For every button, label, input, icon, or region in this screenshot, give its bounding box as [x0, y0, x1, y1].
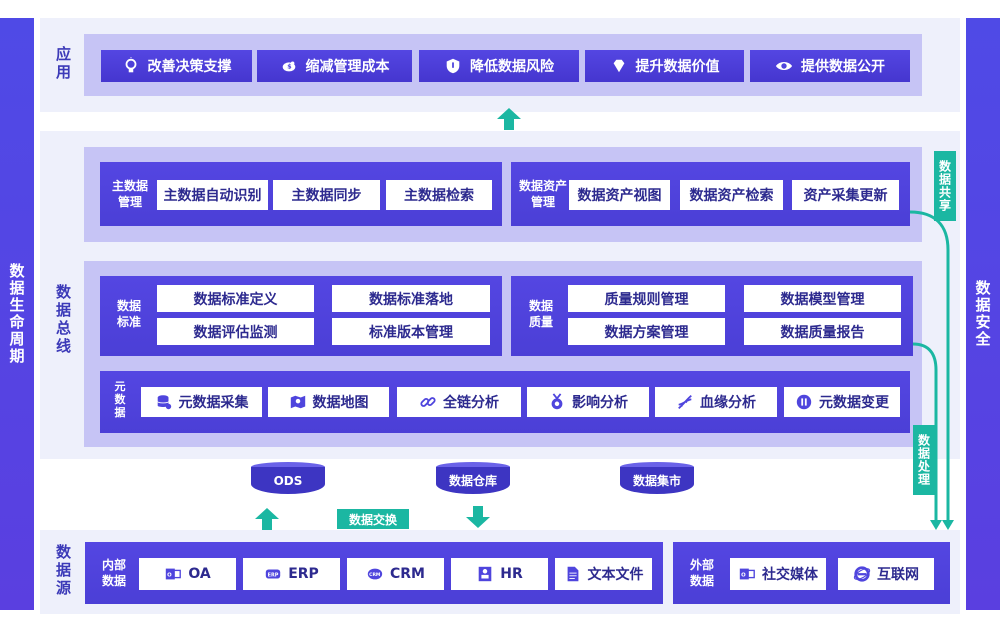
svg-text:ERP: ERP — [268, 572, 279, 578]
svg-text:$: $ — [287, 64, 291, 71]
eye-icon — [775, 57, 793, 75]
app-item-label: 降低数据风险 — [470, 59, 554, 75]
meta-item-label: 元数据变更 — [819, 395, 889, 411]
arrow-down-source — [466, 506, 490, 528]
piggy-bank-icon: $ — [280, 57, 298, 75]
standard-item: 标准版本管理 — [332, 318, 490, 345]
asset-title: 数据资产管理 — [519, 179, 568, 209]
master-data-title: 主数据管理 — [111, 179, 148, 209]
external-title: 外部数据 — [689, 558, 714, 588]
exchange-tag: 数据交换 — [337, 509, 409, 529]
security-label: 数据安全 — [973, 280, 992, 348]
asset-item: 数据资产检索 — [680, 180, 783, 210]
svg-text:O: O — [167, 573, 172, 579]
standard-title: 数据标准 — [116, 299, 141, 329]
quality-item: 数据质量报告 — [744, 318, 901, 345]
app-item-risk: 降低数据风险 — [419, 50, 579, 82]
svg-text:O: O — [741, 573, 746, 579]
app-item-label: 改善决策支撑 — [147, 59, 232, 75]
lifecycle-bar: 数据生命周期 — [0, 18, 34, 610]
standard-item: 数据评估监测 — [157, 318, 314, 345]
source-item-label: 互联网 — [877, 567, 919, 583]
app-item-label: 提升数据价值 — [635, 59, 720, 75]
meta-item: 全链分析 — [397, 387, 521, 417]
source-item-label: HR — [500, 566, 523, 582]
dna-icon — [676, 393, 694, 411]
store-ods: ODS — [251, 462, 325, 494]
app-item-label: 缩减管理成本 — [305, 59, 390, 75]
source-label: 数据源 — [54, 544, 72, 598]
database-icon — [155, 393, 173, 411]
meta-item-label: 全链分析 — [443, 395, 499, 411]
process-tag: 数据处理 — [913, 425, 935, 495]
meta-item: 元数据采集 — [141, 387, 262, 417]
source-item-label: OA — [188, 566, 211, 582]
store-label: ODS — [251, 467, 325, 494]
outlook-icon: O — [164, 565, 182, 583]
store-label: 数据仓库 — [436, 467, 510, 494]
lifecycle-label: 数据生命周期 — [7, 263, 26, 365]
meta-item-label: 血缘分析 — [700, 395, 756, 411]
app-item-label: 提供数据公开 — [801, 59, 885, 75]
app-item-decision: 改善决策支撑 — [101, 50, 252, 82]
pause-icon — [795, 393, 813, 411]
source-item-social: O 社交媒体 — [730, 558, 826, 590]
arrow-up-app — [497, 108, 521, 130]
meta-item: 血缘分析 — [655, 387, 777, 417]
outlook-icon: O — [738, 565, 756, 583]
document-icon — [564, 565, 582, 583]
source-item-erp: ERP ERP — [243, 558, 340, 590]
asset-item: 数据资产视图 — [569, 180, 670, 210]
arrow-up-source — [255, 508, 279, 530]
source-item-crm: CRM CRM — [347, 558, 444, 590]
master-item: 主数据自动识别 — [157, 180, 268, 210]
meta-item-label: 元数据采集 — [178, 395, 249, 411]
meta-item-label: 影响分析 — [572, 395, 628, 411]
asset-item: 资产采集更新 — [792, 180, 899, 210]
ie-icon — [853, 565, 871, 583]
meta-item: 数据地图 — [268, 387, 389, 417]
master-item: 主数据同步 — [273, 180, 380, 210]
source-item-text: 文本文件 — [555, 558, 652, 590]
standard-item: 数据标准落地 — [332, 285, 490, 312]
erp-icon: ERP — [264, 565, 282, 583]
medal-icon — [548, 393, 566, 411]
hr-icon — [476, 565, 494, 583]
source-item-oa: O OA — [139, 558, 236, 590]
source-item-hr: HR — [451, 558, 548, 590]
meta-item: 影响分析 — [527, 387, 649, 417]
app-item-value: 提升数据价值 — [585, 50, 744, 82]
share-tag: 数据共享 — [934, 151, 956, 221]
map-icon — [289, 393, 307, 411]
app-label: 应用 — [54, 46, 72, 82]
store-mart: 数据集市 — [620, 462, 694, 494]
internal-title: 内部数据 — [101, 558, 126, 588]
source-item-label: CRM — [390, 566, 425, 582]
bulb-icon — [122, 57, 140, 75]
meta-title: 元数据 — [114, 380, 126, 419]
link-icon — [419, 393, 437, 411]
store-warehouse: 数据仓库 — [436, 462, 510, 494]
security-bar: 数据安全 — [966, 18, 1000, 610]
svg-text:CRM: CRM — [369, 572, 381, 578]
app-item-cost: $ 缩减管理成本 — [257, 50, 412, 82]
source-item-label: 社交媒体 — [762, 567, 818, 583]
quality-item: 质量规则管理 — [568, 285, 725, 312]
source-item-label: 文本文件 — [587, 567, 644, 583]
diamond-icon — [610, 57, 628, 75]
source-item-internet: 互联网 — [838, 558, 934, 590]
quality-item: 数据模型管理 — [744, 285, 901, 312]
meta-item: 元数据变更 — [784, 387, 900, 417]
shield-icon — [444, 57, 462, 75]
source-item-label: ERP — [288, 566, 319, 582]
crm-icon: CRM — [366, 565, 384, 583]
quality-item: 数据方案管理 — [568, 318, 725, 345]
bus-label: 数据总线 — [54, 284, 72, 356]
store-label: 数据集市 — [620, 467, 694, 494]
meta-item-label: 数据地图 — [312, 395, 369, 411]
master-item: 主数据检索 — [386, 180, 492, 210]
standard-item: 数据标准定义 — [157, 285, 314, 312]
app-item-open: 提供数据公开 — [750, 50, 910, 82]
quality-title: 数据质量 — [528, 299, 553, 329]
